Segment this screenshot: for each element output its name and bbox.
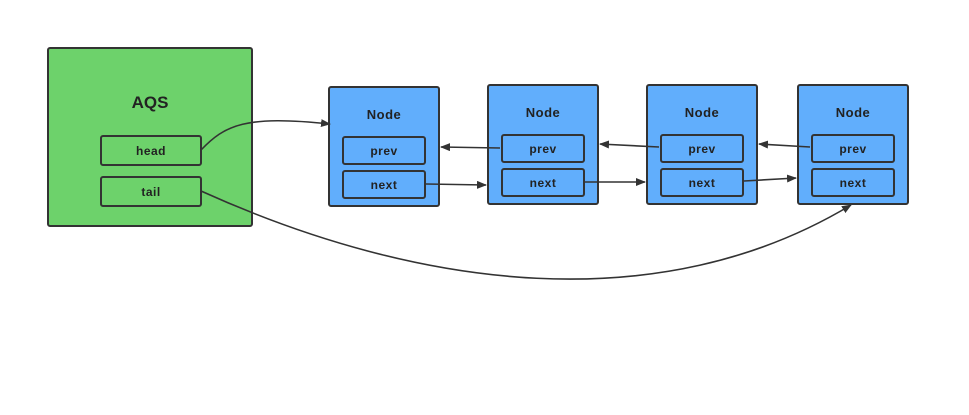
node-box: Node prev next xyxy=(646,84,758,205)
node-title: Node xyxy=(835,105,871,120)
aqs-head-field: head xyxy=(100,135,202,166)
node-title: Node xyxy=(684,105,720,120)
node-box: Node prev next xyxy=(328,86,440,207)
node-box: Node prev next xyxy=(797,84,909,205)
node-next-field: next xyxy=(811,168,895,197)
node-next-field: next xyxy=(501,168,585,197)
node-next-field: next xyxy=(660,168,744,197)
aqs-title: AQS xyxy=(131,93,169,112)
node-prev-field: prev xyxy=(811,134,895,163)
aqs-box: AQS head tail xyxy=(47,47,253,227)
node-next-field: next xyxy=(342,170,426,199)
node-prev-field: prev xyxy=(660,134,744,163)
node-title: Node xyxy=(366,107,402,122)
node-prev-field: prev xyxy=(342,136,426,165)
node-box: Node prev next xyxy=(487,84,599,205)
aqs-tail-field: tail xyxy=(100,176,202,207)
node-title: Node xyxy=(525,105,561,120)
node-prev-field: prev xyxy=(501,134,585,163)
